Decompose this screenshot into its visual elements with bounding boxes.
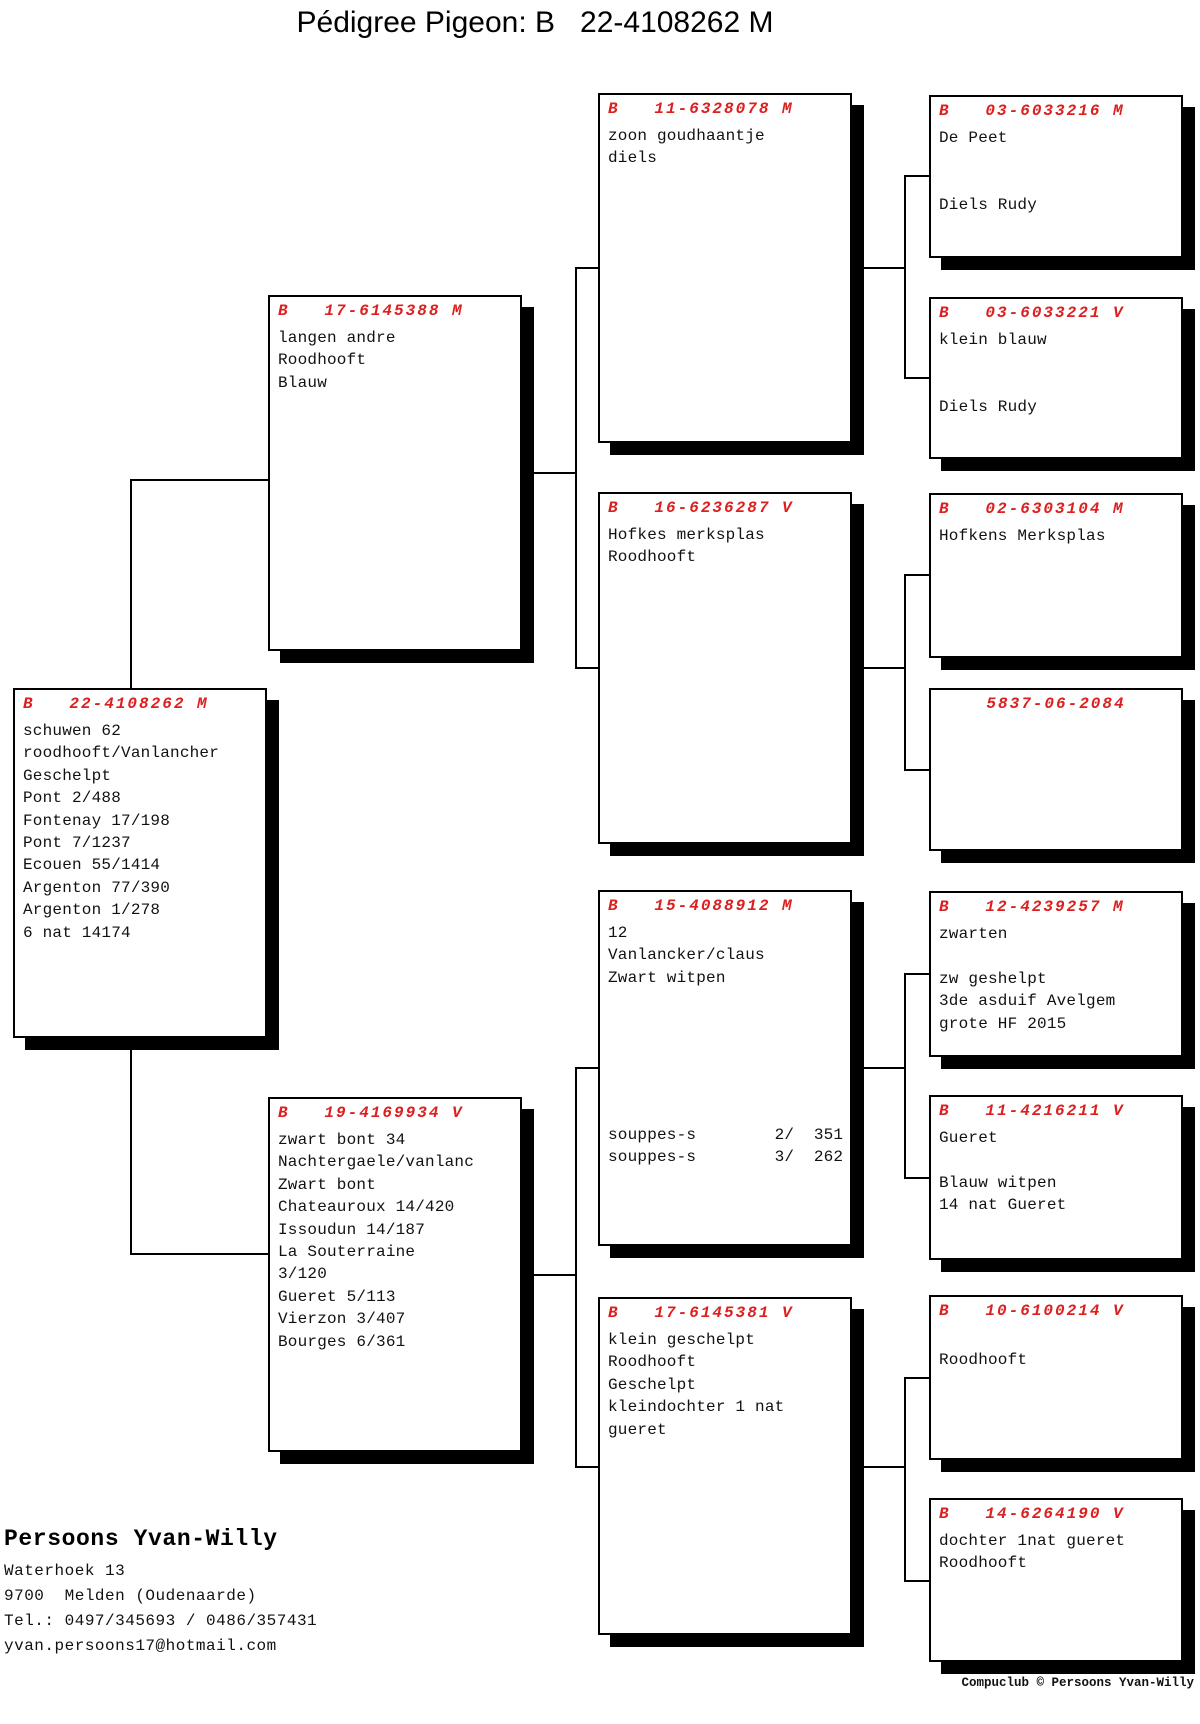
connector-line (522, 472, 577, 474)
connector-line (575, 667, 600, 669)
ring-number-header: B 03-6033216 M (939, 102, 1125, 120)
ring-number-header: B 14-6264190 V (939, 1505, 1125, 1523)
connector-line (852, 1067, 906, 1069)
software-credit: Compuclub © Persoons Yvan-Willy (961, 1676, 1194, 1690)
ring-number-header: B 16-6236287 V (608, 499, 794, 517)
pedigree-notes: zwarten zw geshelpt 3de asduif Avelgem g… (939, 925, 1116, 1033)
ring-number-header: B 22-4108262 M (23, 695, 209, 713)
connector-line (852, 1466, 906, 1468)
ring-number-header: 5837-06-2084 (986, 695, 1126, 713)
connector-line (522, 1274, 577, 1276)
pedigree-box-maternal-grandfather: B 15-4088912 M 12 Vanlancker/claus Zwart… (598, 890, 852, 1246)
owner-address: Waterhoek 13 9700 Melden (Oudenaarde) Te… (4, 1562, 318, 1655)
pedigree-box-paternal-grandmother: B 16-6236287 V Hofkes merksplas Roodhoof… (598, 492, 852, 844)
pedigree-box-great-grandparent-1: B 03-6033216 M De Peet Diels Rudy (929, 95, 1183, 258)
connector-line (852, 267, 906, 269)
page-title: Pédigree Pigeon: B 22-4108262 M (296, 6, 774, 39)
ring-number-header: B 11-6328078 M (608, 100, 794, 118)
connector-line (130, 1038, 132, 1255)
connector-line (904, 377, 931, 379)
connector-line (575, 267, 600, 269)
connector-line (904, 973, 931, 975)
pedigree-box-mother: B 19-4169934 V zwart bont 34 Nachtergael… (268, 1097, 522, 1452)
pedigree-box-maternal-grandmother: B 17-6145381 V klein geschelpt Roodhooft… (598, 1297, 852, 1635)
ring-number-header: B 17-6145381 V (608, 1304, 794, 1322)
connector-line (904, 175, 906, 379)
pedigree-notes: zoon goudhaantje diels (608, 127, 765, 168)
ring-number-header: B 11-4216211 V (939, 1102, 1125, 1120)
connector-line (904, 574, 931, 576)
connector-line (575, 1067, 577, 1468)
connector-line (852, 667, 906, 669)
pedigree-box-great-grandparent-3: B 02-6303104 M Hofkens Merksplas (929, 493, 1183, 658)
pedigree-box-father: B 17-6145388 M langen andre Roodhooft Bl… (268, 295, 522, 651)
pedigree-box-subject: B 22-4108262 M schuwen 62 roodhooft/Vanl… (13, 688, 267, 1038)
pedigree-box-great-grandparent-2: B 03-6033221 V klein blauw Diels Rudy (929, 297, 1183, 459)
connector-line (904, 1580, 931, 1582)
connector-line (904, 769, 931, 771)
connector-line (904, 1177, 931, 1179)
connector-line (904, 1377, 906, 1582)
ring-number-header: B 15-4088912 M (608, 897, 794, 915)
connector-line (575, 1466, 600, 1468)
connector-line (904, 973, 906, 1179)
pedigree-notes: De Peet Diels Rudy (939, 129, 1038, 215)
pedigree-box-great-grandparent-7: B 10-6100214 V Roodhooft (929, 1295, 1183, 1460)
connector-line (130, 479, 270, 481)
ring-number-header: B 02-6303104 M (939, 500, 1125, 518)
connector-line (575, 267, 577, 669)
connector-line (904, 175, 931, 177)
ring-number-header: B 10-6100214 V (939, 1302, 1125, 1320)
connector-line (130, 479, 132, 688)
pedigree-notes: zwart bont 34 Nachtergaele/vanlanc Zwart… (278, 1131, 475, 1351)
owner-block: Persoons Yvan-Willy Waterhoek 13 9700 Me… (4, 1526, 317, 1659)
pedigree-notes: schuwen 62 roodhooft/Vanlancher Geschelp… (23, 722, 220, 942)
pedigree-box-great-grandparent-5: B 12-4239257 M zwarten zw geshelpt 3de a… (929, 891, 1183, 1057)
pedigree-notes: 12 Vanlancker/claus Zwart witpen souppes… (608, 924, 844, 1167)
pedigree-notes: klein geschelpt Roodhooft Geschelpt klei… (608, 1331, 785, 1439)
ring-number-header: B 03-6033221 V (939, 304, 1125, 322)
ring-number-header: B 19-4169934 V (278, 1104, 464, 1122)
pedigree-notes: langen andre Roodhooft Blauw (278, 329, 396, 392)
pedigree-notes: Hofkens Merksplas (939, 527, 1106, 545)
pedigree-notes: Hofkes merksplas Roodhooft (608, 526, 765, 567)
pedigree-box-great-grandparent-6: B 11-4216211 V Gueret Blauw witpen 14 na… (929, 1095, 1183, 1260)
connector-line (130, 1253, 270, 1255)
connector-line (904, 574, 906, 771)
pedigree-box-paternal-grandfather: B 11-6328078 M zoon goudhaantje diels (598, 93, 852, 443)
pedigree-notes: klein blauw Diels Rudy (939, 331, 1047, 417)
pedigree-notes: Roodhooft (939, 1351, 1028, 1370)
owner-name: Persoons Yvan-Willy (4, 1526, 278, 1552)
connector-line (904, 1377, 931, 1379)
pedigree-box-great-grandparent-8: B 14-6264190 V dochter 1nat gueret Roodh… (929, 1498, 1183, 1662)
ring-number-header: B 12-4239257 M (939, 898, 1125, 916)
ring-number-header: B 17-6145388 M (278, 302, 464, 320)
connector-line (575, 1067, 600, 1069)
pedigree-notes: dochter 1nat gueret Roodhooft (939, 1532, 1126, 1573)
pedigree-notes: Gueret Blauw witpen 14 nat Gueret (939, 1129, 1067, 1215)
pedigree-box-great-grandparent-4: 5837-06-2084 (929, 688, 1183, 851)
